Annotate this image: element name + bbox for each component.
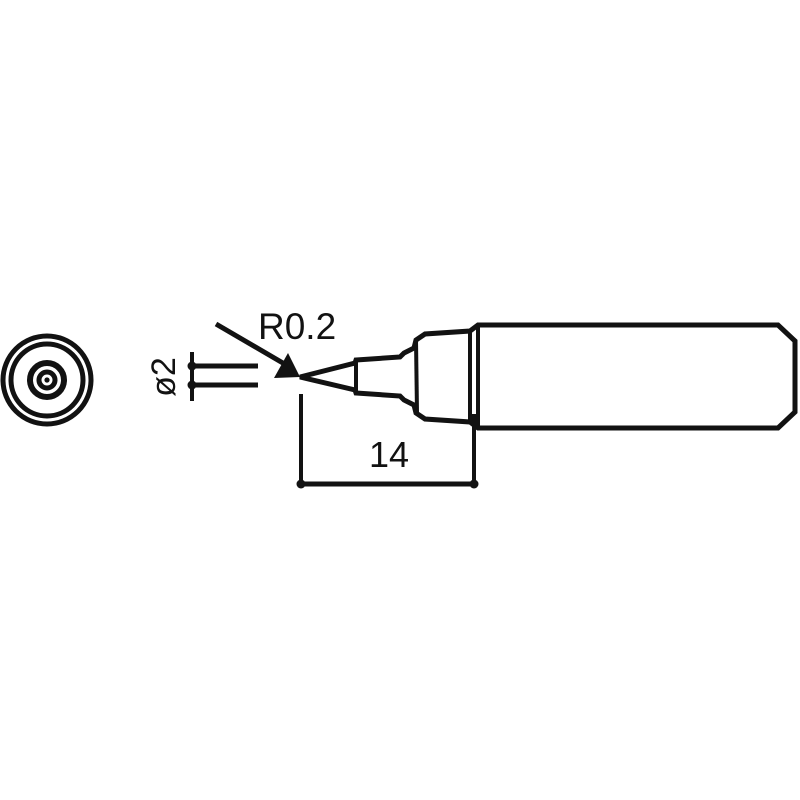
end-view-ring-outer [0, 333, 94, 427]
dimension-length-14: 14 [296, 394, 479, 489]
end-view-ring-second [8, 341, 86, 419]
side-profile [299, 322, 798, 431]
length-left-dot [296, 479, 306, 489]
end-view-circle [0, 333, 94, 427]
radius-leader-line [214, 321, 290, 369]
diameter-label: ø2 [145, 357, 183, 397]
radius-leader-arrowhead [274, 353, 300, 378]
radius-label: R0.2 [258, 306, 336, 347]
end-view-center-dot [44, 377, 50, 383]
diameter-lower-dot [187, 380, 197, 390]
length-right-dot [469, 479, 479, 489]
dimension-diameter-2: ø2 [145, 352, 258, 401]
shank-flare-step-upper [414, 339, 419, 414]
diameter-upper-dot [187, 361, 197, 371]
dimension-radius-0-2: R0.2 [214, 306, 336, 378]
length-label: 14 [369, 434, 409, 475]
tip-body-outline [299, 322, 798, 431]
end-view-ring-fourth [36, 369, 58, 391]
end-view-ring-third [27, 360, 67, 400]
